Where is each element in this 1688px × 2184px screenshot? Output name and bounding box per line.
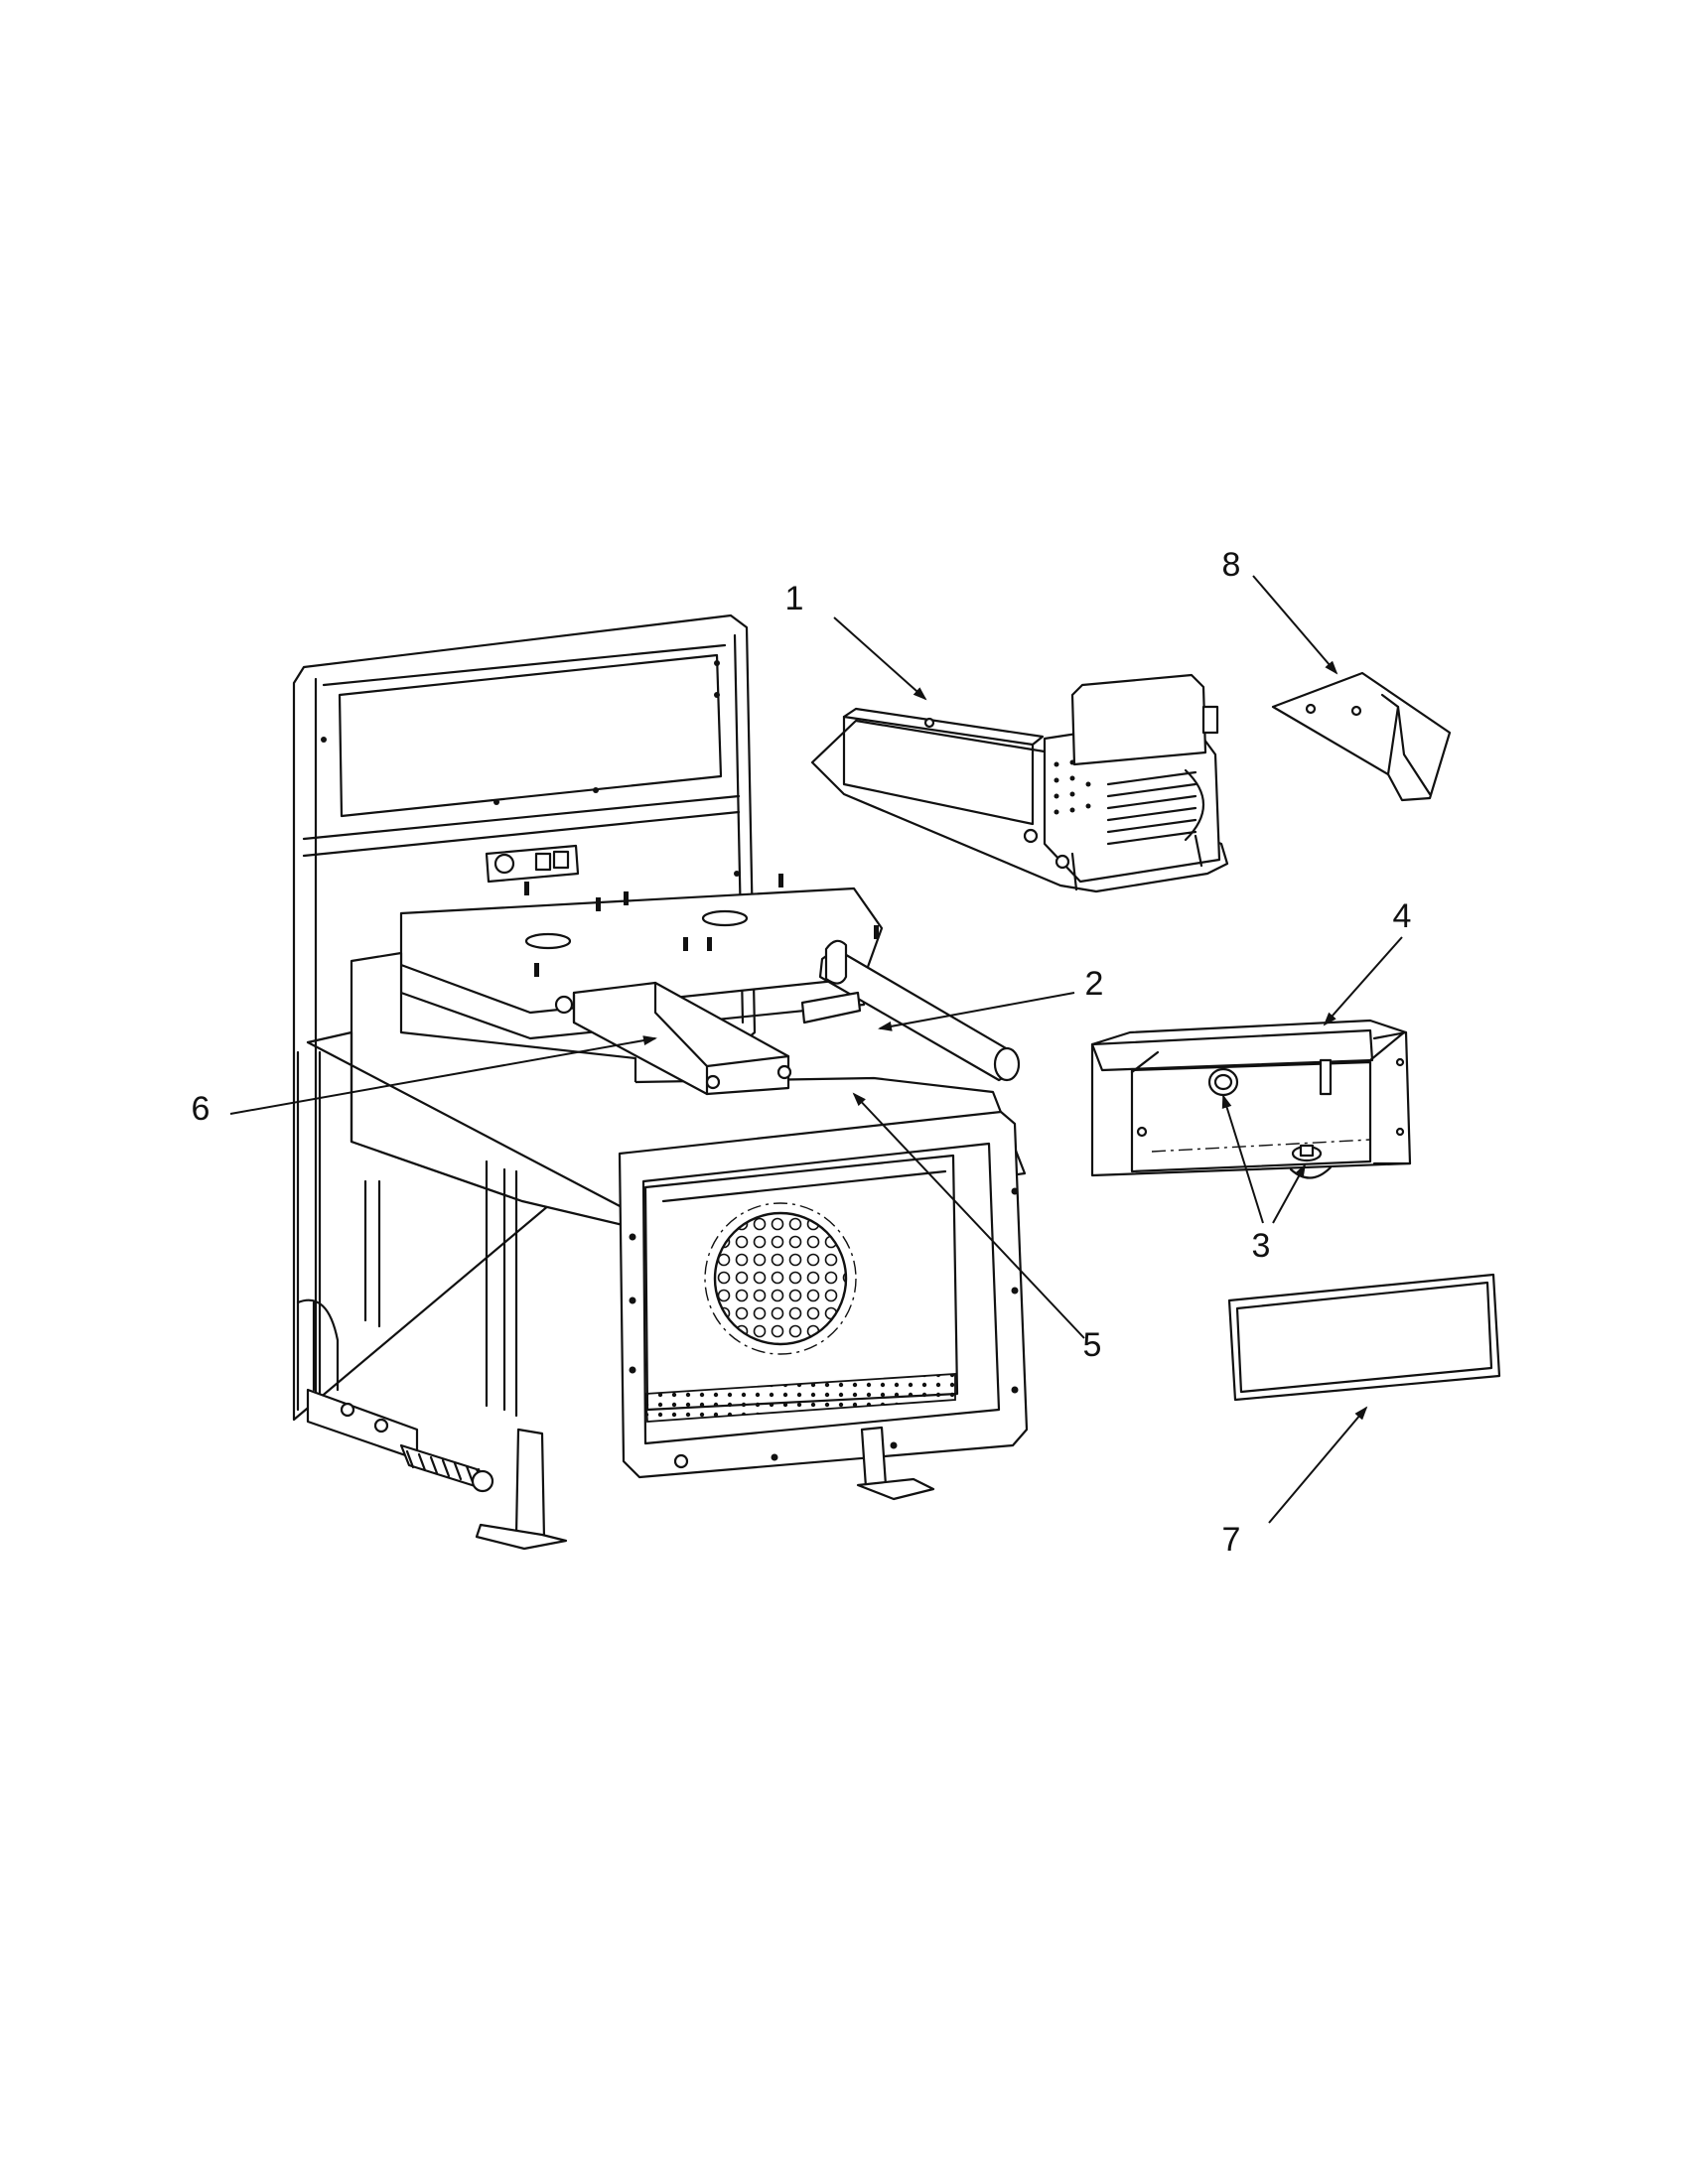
stirrer-cover bbox=[704, 1202, 857, 1355]
magnetron-assembly bbox=[810, 673, 1229, 893]
callout-6: 6 bbox=[192, 1090, 211, 1128]
leader-3b bbox=[1272, 1163, 1306, 1224]
callout-4: 4 bbox=[1393, 897, 1412, 935]
callout-7: 7 bbox=[1222, 1521, 1241, 1559]
leader-6 bbox=[229, 1035, 657, 1115]
pipe-tube bbox=[800, 939, 1021, 1082]
bracket-part-8 bbox=[1271, 671, 1452, 802]
callout-3: 3 bbox=[1252, 1227, 1271, 1265]
housing-box-part-4 bbox=[1090, 1019, 1412, 1179]
door-spring bbox=[399, 1443, 494, 1493]
leader-8 bbox=[1252, 575, 1338, 675]
callout-labels: 1 2 3 4 5 6 7 8 bbox=[192, 546, 1412, 1559]
perforated-strip bbox=[644, 1373, 956, 1423]
terminal-block bbox=[485, 844, 580, 884]
callout-2: 2 bbox=[1085, 965, 1104, 1003]
switch-knobs-part-3 bbox=[1207, 1067, 1323, 1162]
chassis-feet bbox=[475, 1426, 935, 1551]
cooling-fins bbox=[1106, 768, 1205, 846]
top-studs bbox=[524, 874, 879, 977]
magnetron-front-holes bbox=[1054, 759, 1091, 815]
leader-4 bbox=[1323, 936, 1403, 1026]
callout-5: 5 bbox=[1083, 1326, 1102, 1364]
leader-3a bbox=[1221, 1094, 1264, 1224]
frame-screws bbox=[629, 1187, 1019, 1469]
waveguide-bracket bbox=[554, 981, 792, 1096]
callout-8: 8 bbox=[1222, 546, 1241, 584]
callout-1: 1 bbox=[785, 580, 804, 617]
leader-1 bbox=[833, 616, 927, 701]
back-panel bbox=[292, 614, 757, 1422]
oven-chassis-assembly bbox=[292, 614, 1029, 1551]
back-panel-holes bbox=[321, 660, 740, 976]
gasket-frame-part-7 bbox=[1227, 1273, 1501, 1402]
back-panel-window bbox=[338, 653, 723, 818]
leader-5 bbox=[852, 1092, 1085, 1339]
callout-leaders bbox=[229, 575, 1403, 1524]
leader-2 bbox=[878, 992, 1075, 1031]
leader-7 bbox=[1268, 1406, 1368, 1524]
door-hinge bbox=[296, 1298, 419, 1461]
